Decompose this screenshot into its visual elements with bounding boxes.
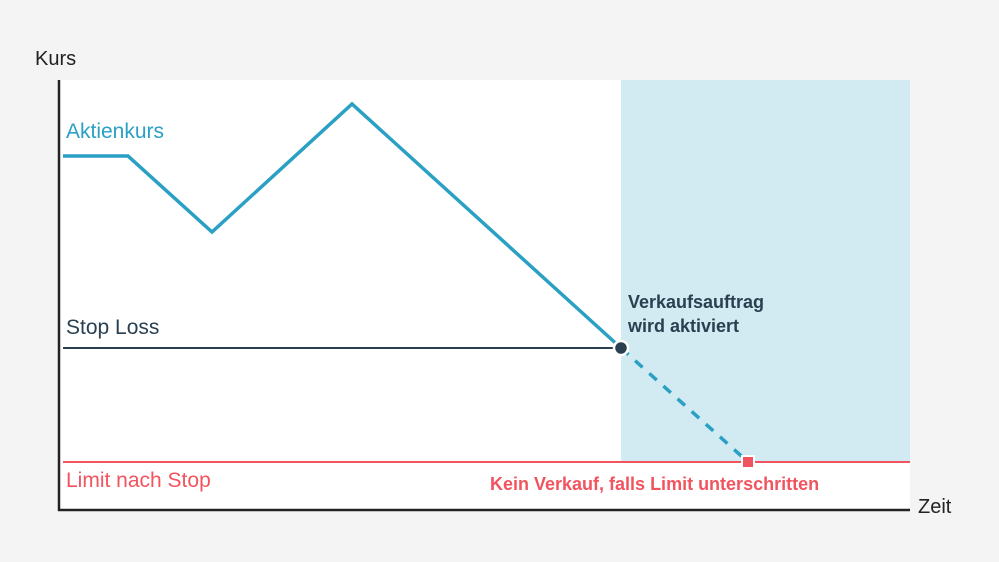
annotation-line-1: Verkaufsauftrag	[628, 292, 765, 312]
price-series-label: Aktienkurs	[66, 120, 165, 143]
limit-label: Limit nach Stop	[66, 469, 211, 492]
x-axis-label: Zeit	[918, 496, 952, 518]
activated-order-region	[621, 80, 910, 462]
price-line	[63, 101, 623, 350]
stop-loss-label: Stop Loss	[66, 316, 160, 339]
price-projection-dashed	[619, 346, 750, 464]
limit-hit-marker	[741, 455, 755, 469]
order-activated-annotation: Verkaufsauftrag wird aktiviert	[628, 290, 764, 338]
no-sale-annotation: Kein Verkauf, falls Limit unterschritten	[490, 474, 820, 494]
y-axis-label: Kurs	[35, 48, 77, 70]
annotation-line-2: wird aktiviert	[628, 316, 740, 336]
stop-trigger-marker	[612, 339, 630, 357]
